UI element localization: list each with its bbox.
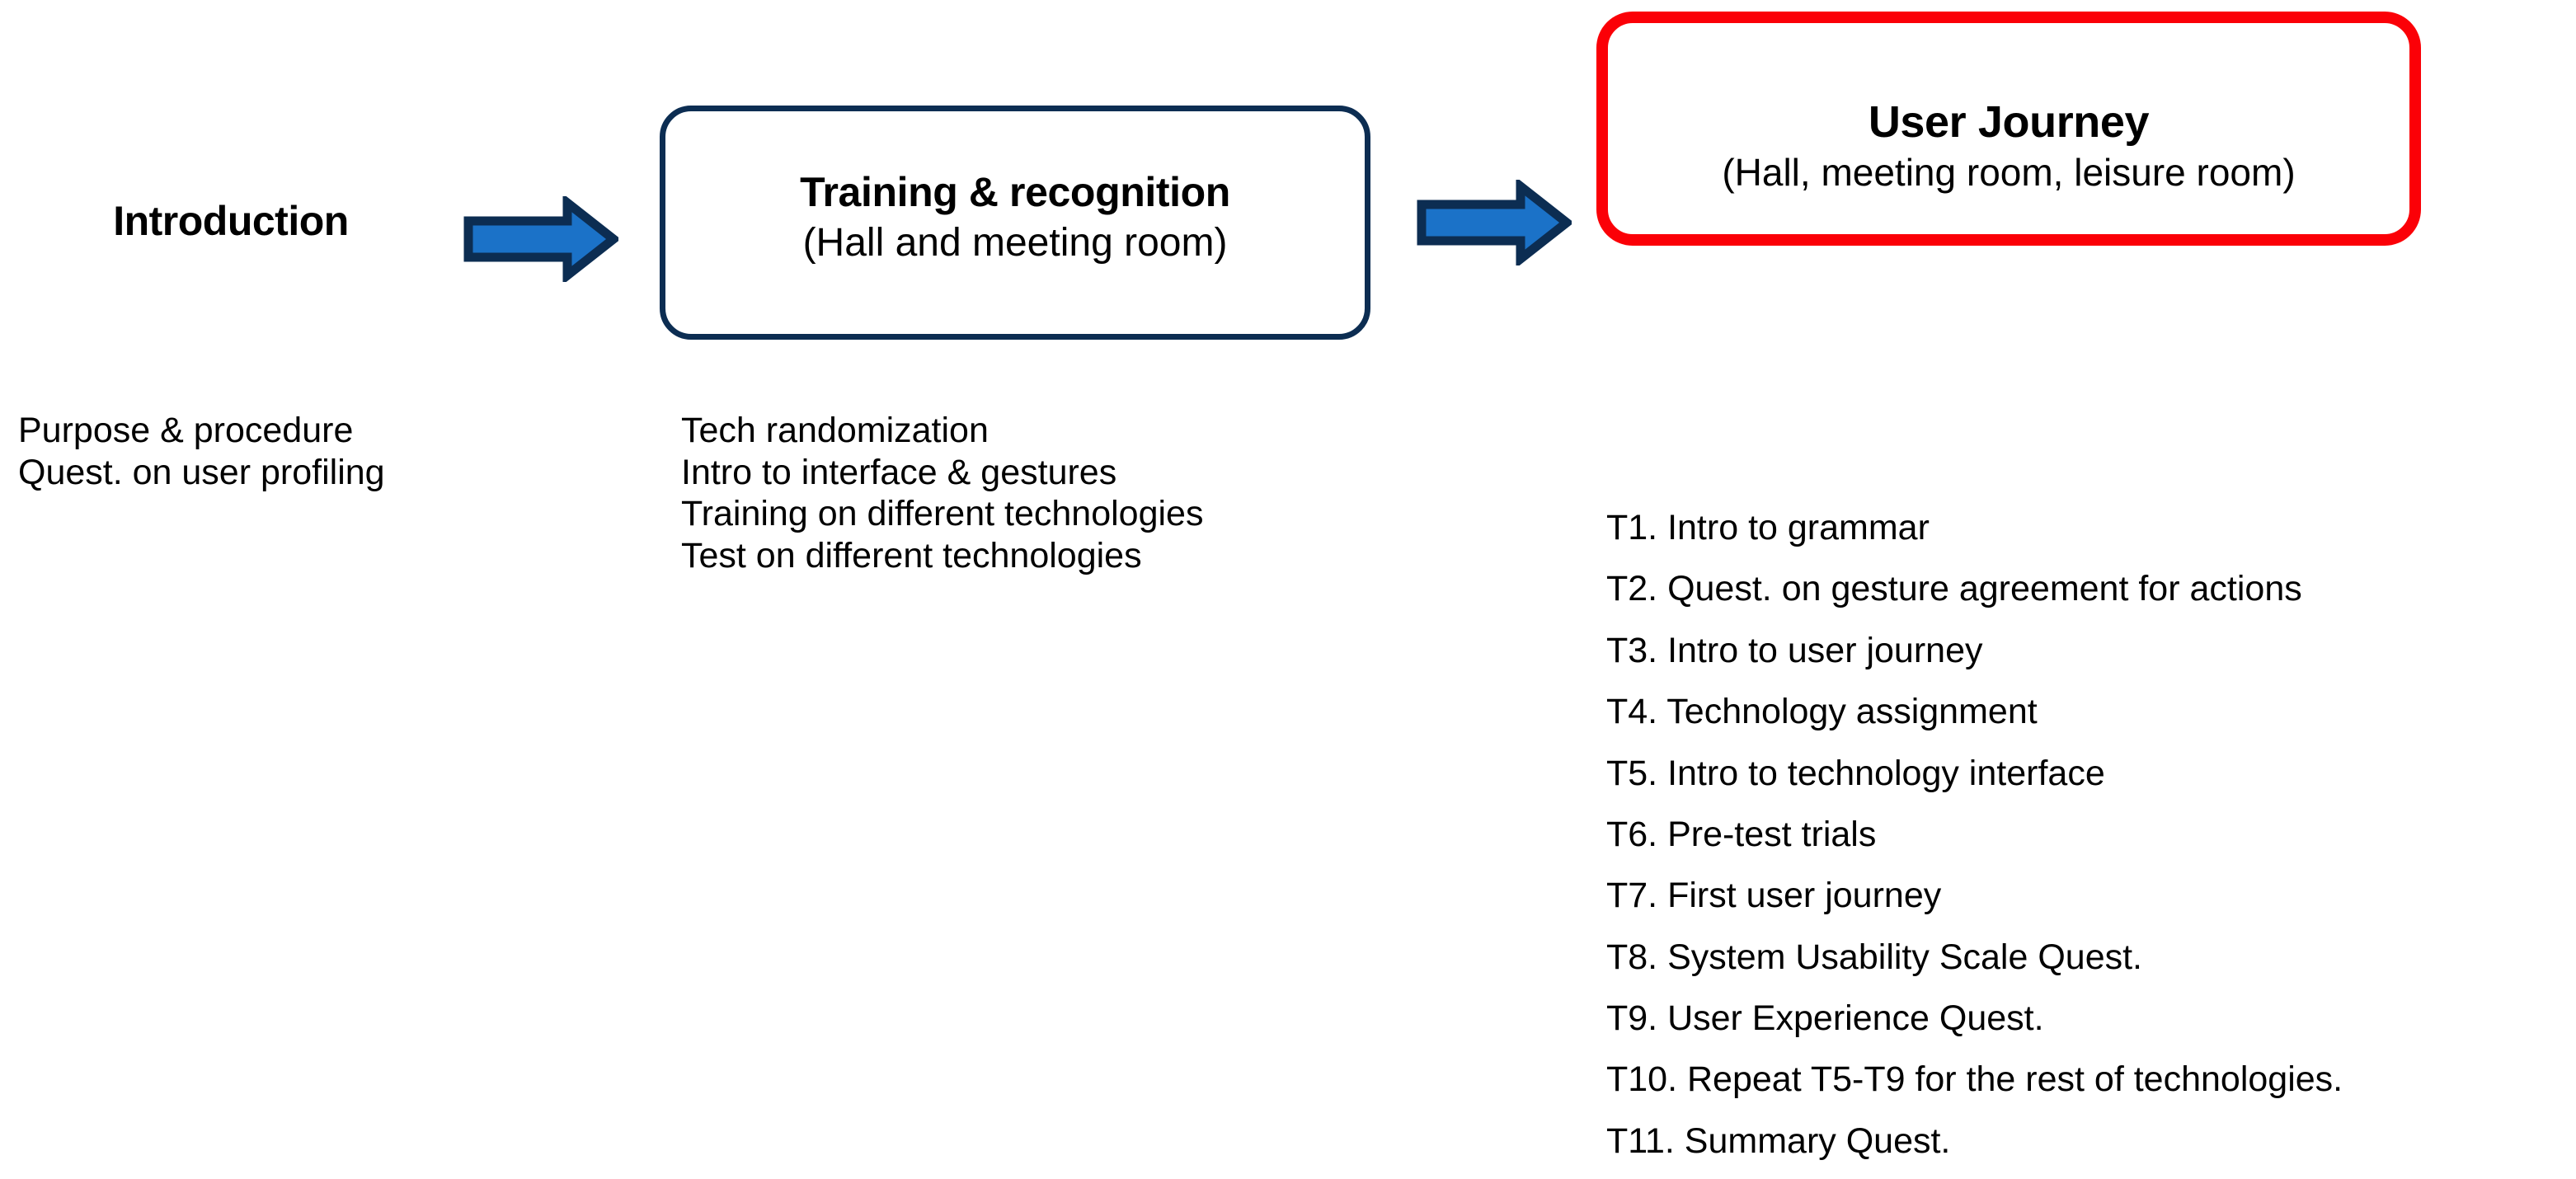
training-detail-line: Test on different technologies — [681, 536, 1142, 576]
journey-box-subheading: (Hall, meeting room, leisure room) — [1722, 151, 2296, 195]
journey-task-line: T8. System Usability Scale Quest. — [1606, 937, 2142, 977]
training-detail-line: Training on different technologies — [681, 494, 1204, 534]
stage-introduction-details: Purpose & procedure Quest. on user profi… — [18, 410, 546, 493]
training-and-recognition-box: Training & recognition (Hall and meeting… — [660, 106, 1370, 340]
journey-task-line: T6. Pre-test trials — [1606, 814, 1877, 854]
training-box-heading: Training & recognition — [800, 168, 1230, 215]
stage-journey-task-list: T1. Intro to grammar T2. Quest. on gestu… — [1606, 497, 2576, 1172]
training-detail-line: Tech randomization — [681, 411, 989, 450]
training-box-subheading: (Hall and meeting room) — [802, 220, 1228, 265]
journey-task-line: T4. Technology assignment — [1606, 692, 2038, 732]
introduction-detail-line: Quest. on user profiling — [18, 452, 385, 492]
arrow-right-icon — [1417, 180, 1572, 265]
journey-task-line: T9. User Experience Quest. — [1606, 998, 2044, 1038]
user-journey-box: User Journey (Hall, meeting room, leisur… — [1596, 12, 2421, 246]
arrow-right-icon — [463, 196, 618, 282]
stage-introduction-title: Introduction — [113, 198, 349, 244]
stage-training-details: Tech randomization Intro to interface & … — [681, 410, 1522, 577]
journey-task-line: T10. Repeat T5-T9 for the rest of techno… — [1606, 1059, 2343, 1100]
training-detail-line: Intro to interface & gestures — [681, 452, 1117, 492]
journey-task-line: T3. Intro to user journey — [1606, 630, 1983, 670]
journey-task-line: T5. Intro to technology interface — [1606, 753, 2105, 793]
journey-task-line: T11. Summary Quest. — [1606, 1120, 1951, 1161]
journey-box-heading: User Journey — [1868, 96, 2150, 147]
introduction-detail-line: Purpose & procedure — [18, 411, 354, 450]
journey-task-line: T2. Quest. on gesture agreement for acti… — [1606, 569, 2302, 609]
journey-task-line: T7. First user journey — [1606, 876, 1942, 916]
journey-task-line: T1. Intro to grammar — [1606, 508, 1930, 547]
